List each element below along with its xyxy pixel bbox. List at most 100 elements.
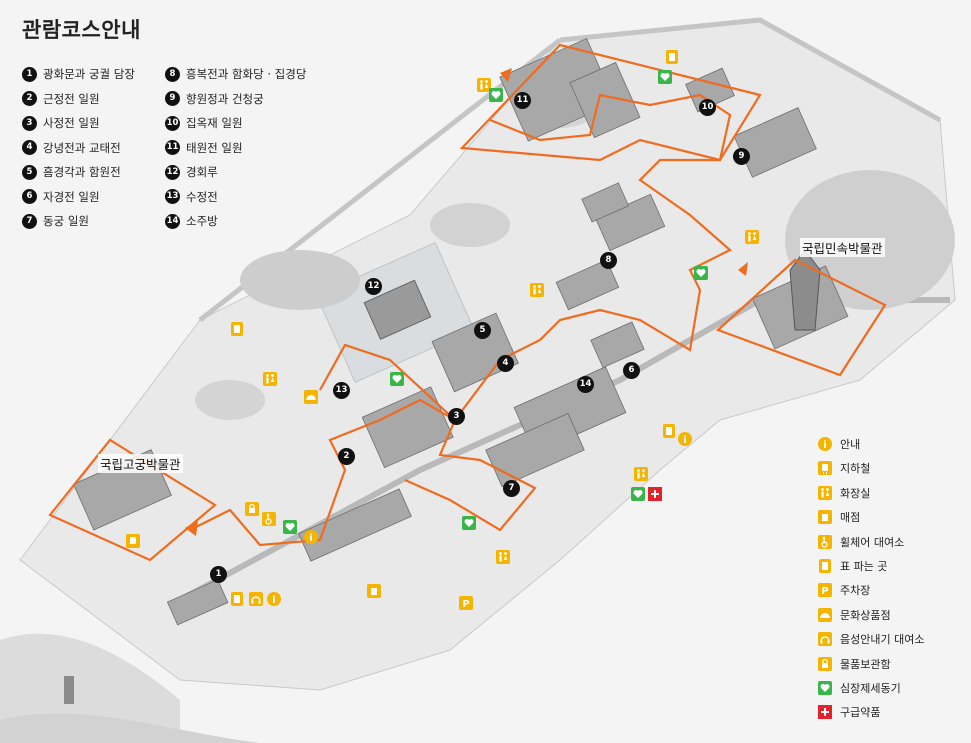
map-marker-10[interactable]: 10: [699, 99, 716, 116]
legend-label: 문화상품점: [840, 608, 891, 622]
course-item[interactable]: 10 집옥재 일원: [165, 115, 306, 140]
parking-icon[interactable]: P: [459, 596, 473, 610]
map-marker-11[interactable]: 11: [514, 92, 531, 109]
info-icon[interactable]: i: [267, 592, 281, 606]
aed-icon[interactable]: [658, 70, 672, 84]
course-label: 근정전 일원: [43, 91, 100, 106]
legend-label: 구급약품: [840, 706, 881, 720]
map-marker-13[interactable]: 13: [333, 382, 350, 399]
course-number-badge: 9: [165, 91, 180, 106]
svg-text:P: P: [821, 586, 828, 597]
folk-museum-label[interactable]: 국립민속박물관: [800, 238, 885, 257]
legend-label: 주차장: [840, 584, 871, 598]
subway-icon[interactable]: [126, 534, 140, 548]
aed-icon[interactable]: [631, 487, 645, 501]
restroom-icon[interactable]: [496, 550, 510, 564]
map-marker-5[interactable]: 5: [474, 322, 491, 339]
map-marker-1[interactable]: 1: [210, 566, 227, 583]
souvenir-shop-icon[interactable]: [304, 390, 318, 404]
ticket-icon[interactable]: [230, 322, 244, 336]
map-marker-12[interactable]: 12: [365, 278, 382, 295]
aed-icon[interactable]: [390, 372, 404, 386]
tree-area-southwest: [195, 380, 265, 420]
aed-icon[interactable]: [489, 88, 503, 102]
course-number-badge: 8: [165, 66, 180, 82]
legend-item: 휠체어 대여소: [818, 534, 924, 558]
geunjeongjeon-route: [319, 343, 537, 532]
legend-label: 심장제세동기: [840, 681, 901, 695]
palace-museum-label[interactable]: 국립고궁박물관: [98, 454, 183, 473]
map-marker-6[interactable]: 6: [623, 362, 640, 379]
tree-area-west: [240, 250, 360, 310]
legend-item: P 주차장: [818, 582, 924, 606]
legend-label: 물품보관함: [840, 657, 891, 671]
restroom-icon[interactable]: [263, 372, 277, 386]
map-marker-3[interactable]: 3: [448, 408, 465, 425]
ticket-icon[interactable]: [662, 424, 676, 438]
wheelchair-icon: [818, 534, 832, 549]
audio-guide-icon: [818, 632, 832, 647]
svg-text:P: P: [462, 599, 469, 610]
course-number-badge: 12: [165, 164, 180, 180]
wheelchair-icon[interactable]: [262, 512, 276, 526]
svg-text:i: i: [823, 440, 826, 451]
first-aid-icon[interactable]: [648, 487, 662, 501]
legend-item: 표 파는 곳: [818, 558, 924, 582]
course-number-badge: 10: [165, 115, 180, 131]
ticket-icon[interactable]: [665, 50, 679, 64]
legend-label: 안내: [840, 438, 861, 451]
info-icon[interactable]: i: [304, 530, 318, 544]
course-number-badge: 1: [22, 66, 37, 82]
restroom-icon[interactable]: [477, 78, 491, 92]
restroom-icon[interactable]: [634, 467, 648, 481]
course-label: 경회루: [186, 165, 218, 179]
map-marker-9[interactable]: 9: [733, 148, 750, 165]
aed-icon[interactable]: [283, 520, 297, 534]
map-marker-14[interactable]: 14: [577, 376, 594, 393]
svg-text:i: i: [272, 595, 275, 606]
legend-item: 지하철: [818, 460, 924, 484]
map-marker-2[interactable]: 2: [338, 448, 355, 465]
course-number-badge: 13: [165, 189, 180, 204]
course-label: 강녕전과 교태전: [43, 140, 121, 155]
legend-label: 음성안내기 대여소: [840, 633, 925, 647]
audio-guide-icon[interactable]: [249, 592, 263, 606]
folk-museum-outline: [715, 258, 887, 377]
aed-icon[interactable]: [462, 516, 476, 530]
course-item[interactable]: 12 경회루: [165, 164, 306, 189]
svg-text:i: i: [309, 533, 312, 544]
map-marker-4[interactable]: 4: [497, 355, 514, 372]
info-icon: i: [818, 437, 832, 451]
locker-icon[interactable]: [245, 502, 259, 516]
map-marker-8[interactable]: 8: [600, 252, 617, 269]
map-marker-7[interactable]: 7: [503, 480, 520, 497]
legend-item: 구급약품: [818, 704, 924, 728]
aed-icon[interactable]: [694, 266, 708, 280]
main-route: [189, 93, 732, 547]
course-label: 향원정과 건청궁: [186, 91, 264, 106]
course-item[interactable]: 9 향원정과 건청궁: [165, 91, 306, 116]
restroom-icon[interactable]: [745, 230, 759, 244]
restroom-icon[interactable]: [530, 283, 544, 297]
course-number-badge: 3: [22, 115, 37, 131]
legend-item: 물품보관함: [818, 656, 924, 680]
legend-label: 매점: [840, 511, 861, 525]
ticket-icon[interactable]: [230, 592, 244, 606]
course-label: 집옥재 일원: [186, 116, 243, 130]
info-icon[interactable]: i: [678, 432, 692, 446]
store-icon[interactable]: [367, 584, 381, 598]
